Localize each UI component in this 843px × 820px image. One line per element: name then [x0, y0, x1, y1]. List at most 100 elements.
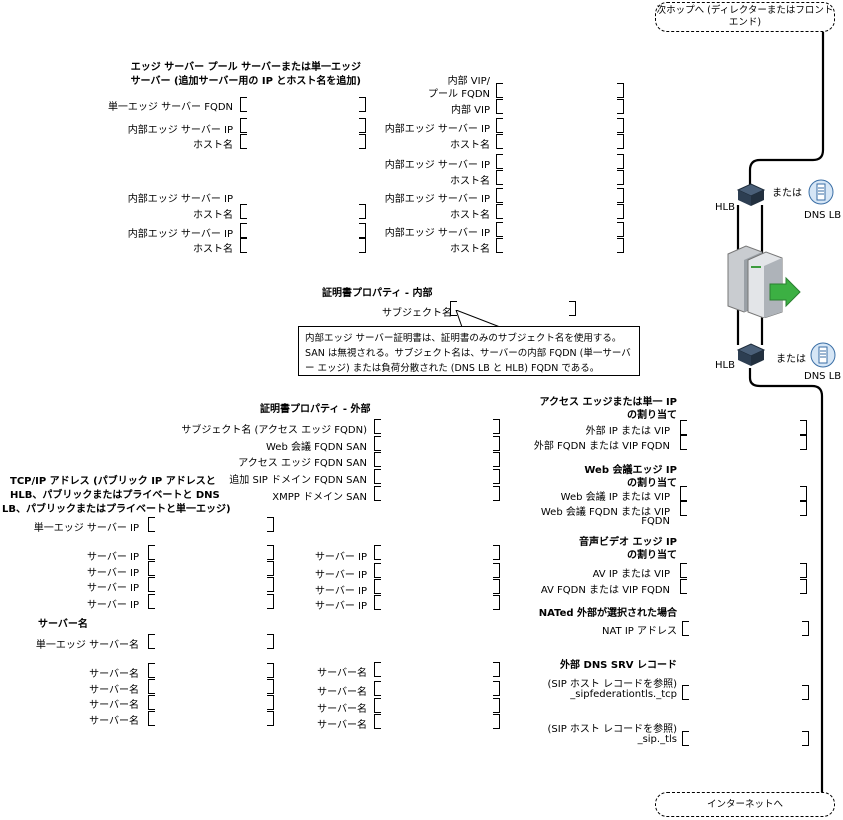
- field-bracket-right: [617, 118, 624, 133]
- single-edge-name-label: 単一エッジ サーバー名: [35, 640, 139, 651]
- field-bracket-right: [267, 711, 274, 726]
- av-edge-title: 音声ビデオ エッジ IP: [578, 537, 677, 548]
- tcpip-title: LB、パブリックまたはプライベートと単一エッジ): [2, 504, 231, 515]
- field-bracket-left: [374, 486, 381, 501]
- field-bracket-right: [493, 681, 500, 696]
- server-name-label: サーバー名: [317, 720, 367, 731]
- field-bracket-left: [682, 685, 689, 700]
- field-bracket-right: [617, 238, 624, 253]
- internal-ip-label: 内部エッジ サーバー IP: [384, 228, 490, 239]
- webconf-san-label: Web 会議 FQDN SAN: [266, 442, 367, 453]
- webconf-edge-title: Web 会議エッジ IP: [584, 465, 677, 476]
- field-bracket-right: [267, 679, 274, 694]
- field-bracket-right: [267, 695, 274, 710]
- field-bracket-right: [359, 134, 366, 149]
- next-hop-label: 次ホップへ (ディレクターまたはフロントエンド): [656, 5, 834, 28]
- host-name-label: ホスト名: [193, 244, 233, 255]
- field-bracket-left: [148, 711, 155, 726]
- external-fqdn-label: 外部 FQDN または VIP FQDN: [533, 441, 670, 452]
- server-ip-label: サーバー IP: [314, 552, 367, 563]
- field-bracket-right: [617, 154, 624, 169]
- internal-ip-label: 内部エッジ サーバー IP: [384, 160, 490, 171]
- hlb-label-bottom: HLB: [715, 360, 735, 371]
- field-bracket-right: [493, 563, 500, 578]
- tcpip-title: TCP/IP アドレス (パブリック IP アドレスと: [10, 476, 216, 487]
- field-bracket-left: [680, 486, 687, 501]
- field-bracket-right: [800, 486, 807, 501]
- field-bracket-left: [374, 579, 381, 594]
- cert-external-subject-label: サブジェクト名 (アクセス エッジ FQDN): [181, 425, 367, 436]
- field-bracket-left: [680, 563, 687, 578]
- server-name-label: サーバー名: [317, 704, 367, 715]
- server-name-label: サーバー名: [317, 668, 367, 679]
- nat-title: NATed 外部が選択された場合: [538, 608, 677, 619]
- field-bracket-left: [496, 134, 503, 149]
- field-bracket-left: [148, 577, 155, 592]
- field-bracket-left: [496, 118, 503, 133]
- internal-vip-fqdn-label: プール FQDN: [428, 89, 490, 100]
- field-bracket-left: [148, 517, 155, 532]
- server-name-label: サーバー名: [89, 685, 139, 696]
- field-bracket-right: [617, 134, 624, 149]
- av-edge-title: の割り当て: [627, 550, 677, 561]
- dns-srv-ref: (SIP ホスト レコードを参照): [547, 679, 678, 690]
- server-name-label: サーバー名: [89, 700, 139, 711]
- server-names-title: サーバー名: [38, 619, 88, 630]
- field-bracket-right: [267, 517, 274, 532]
- access-san-label: アクセス エッジ FQDN SAN: [238, 458, 367, 469]
- internal-vip-label: 内部 VIP: [451, 105, 490, 116]
- field-bracket-left: [496, 99, 503, 114]
- field-bracket-right: [569, 301, 576, 316]
- field-bracket-right: [800, 420, 807, 435]
- field-bracket-right: [617, 222, 624, 237]
- hlb-label-top: HLB: [715, 202, 735, 213]
- webconf-fqdn-label: Web 会議 FQDN または VIP: [540, 507, 670, 518]
- server-ip-label: サーバー IP: [86, 568, 139, 579]
- hlb-switch-icon: [736, 183, 766, 206]
- server-ip-label: サーバー IP: [314, 570, 367, 581]
- field-bracket-right: [493, 714, 500, 729]
- cert-external-title: 証明書プロパティ - 外部: [260, 404, 371, 415]
- access-edge-title: アクセス エッジまたは単一 IP: [539, 397, 677, 408]
- single-edge-fqdn-label: 単一エッジ サーバー FQDN: [107, 102, 233, 113]
- next-hop-cloud: 次ホップへ (ディレクターまたはフロントエンド): [655, 2, 835, 32]
- field-bracket-left: [374, 452, 381, 467]
- field-bracket-left: [496, 83, 503, 98]
- webconf-edge-title: の割り当て: [627, 478, 677, 489]
- dns-srv-federation-label: _sipfederationtls._tcp: [570, 689, 677, 700]
- field-bracket-right: [493, 545, 500, 560]
- field-bracket-right: [359, 223, 366, 238]
- field-bracket-left: [148, 545, 155, 560]
- field-bracket-left: [374, 436, 381, 451]
- edge-server-icon: [727, 245, 801, 318]
- field-bracket-left: [496, 188, 503, 203]
- field-bracket-right: [800, 563, 807, 578]
- field-bracket-right: [359, 204, 366, 219]
- tcpip-title: HLB、パブリックまたはプライベートと DNS: [10, 490, 220, 501]
- field-bracket-left: [374, 662, 381, 677]
- field-bracket-right: [493, 662, 500, 677]
- internal-ip-label: 内部エッジ サーバー IP: [127, 125, 233, 136]
- field-bracket-left: [148, 634, 155, 649]
- field-bracket-right: [800, 435, 807, 450]
- field-bracket-left: [496, 170, 503, 185]
- cert-internal-title: 証明書プロパティ - 内部: [322, 288, 433, 299]
- field-bracket-right: [617, 204, 624, 219]
- dns-srv-title: 外部 DNS SRV レコード: [560, 660, 677, 671]
- field-bracket-right: [267, 634, 274, 649]
- field-bracket-left: [374, 563, 381, 578]
- internal-vip-fqdn-label: 内部 VIP/: [447, 76, 490, 87]
- field-bracket-right: [493, 579, 500, 594]
- field-bracket-right: [617, 83, 624, 98]
- field-bracket-right: [267, 577, 274, 592]
- field-bracket-left: [148, 561, 155, 576]
- field-bracket-right: [802, 731, 809, 746]
- field-bracket-right: [802, 685, 809, 700]
- internet-label: インターネットへ: [706, 799, 783, 810]
- host-name-label: ホスト名: [450, 244, 490, 255]
- field-bracket-left: [496, 238, 503, 253]
- field-bracket-left: [374, 698, 381, 713]
- access-edge-title: の割り当て: [627, 410, 677, 421]
- dns-lb-label-top: DNS LB: [804, 210, 842, 221]
- internal-ip-label: 内部エッジ サーバー IP: [384, 124, 490, 135]
